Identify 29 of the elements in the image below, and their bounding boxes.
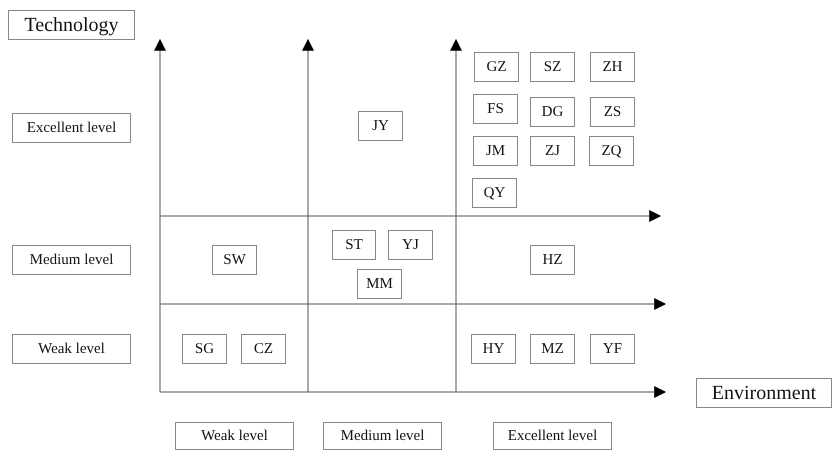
label-box: ZQ [589,136,634,166]
label-box: DG [530,97,575,127]
label-box: Excellent level [12,113,131,143]
label-box: ZJ [530,136,575,166]
axis-title: Technology [8,10,135,40]
label-box: ZS [590,97,635,127]
label-box: Weak level [12,334,131,364]
label-box: ST [332,230,376,260]
label-box: GZ [474,52,519,82]
label-box: SZ [530,52,575,82]
label-box: MM [357,269,402,299]
label-box: JM [473,136,518,166]
label-box: YF [590,334,635,364]
label-box: SW [212,245,257,275]
label-box: MZ [530,334,575,364]
axis-title: Environment [696,378,832,408]
label-box: Weak level [175,422,294,450]
label-box: HZ [530,245,575,275]
label-box: SG [182,334,227,364]
label-box: ZH [590,52,635,82]
label-box: Medium level [12,245,131,275]
label-box: CZ [241,334,286,364]
label-box: YJ [388,230,433,260]
label-box: Excellent level [493,422,612,450]
label-box: JY [358,111,403,141]
label-box: HY [471,334,516,364]
label-box: Medium level [323,422,442,450]
label-box: QY [472,178,517,208]
label-box: FS [473,94,518,124]
